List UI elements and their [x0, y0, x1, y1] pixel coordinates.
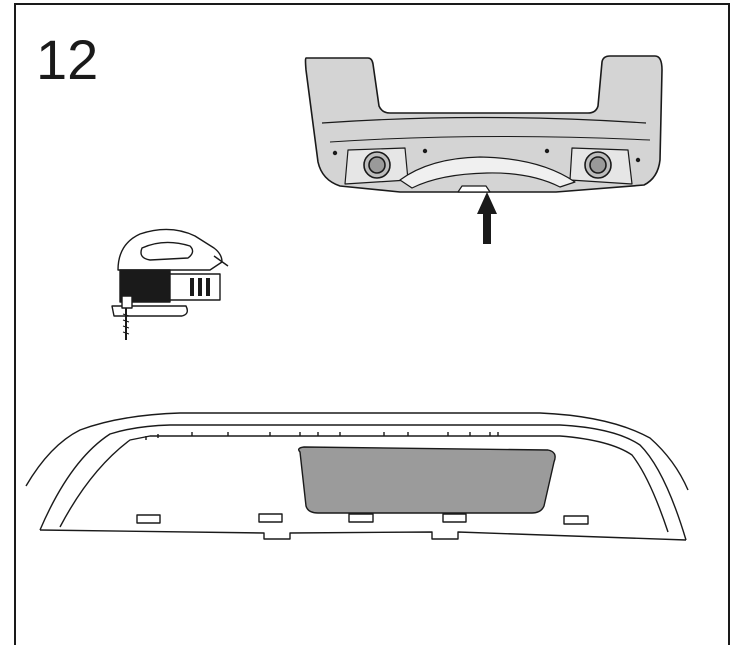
sensor-dot: [422, 148, 428, 154]
mounting-tab: [348, 513, 374, 523]
jigsaw-body-rear: [169, 273, 221, 301]
sensor-dot: [332, 150, 338, 156]
center-diffuser: [399, 156, 576, 189]
rear-bumper: [304, 55, 663, 193]
jigsaw-icon: [111, 228, 229, 340]
arrow-up-icon: [477, 192, 497, 244]
jigsaw-grip: [140, 241, 194, 261]
bumper-upper-crease: [321, 116, 647, 124]
bumper-detail-lip-edge: [59, 435, 669, 533]
jigsaw-vent: [198, 278, 202, 296]
cut-area: [297, 446, 556, 514]
diffuser-notch: [457, 185, 491, 193]
mounting-tab: [136, 514, 161, 524]
instruction-frame: [14, 3, 730, 645]
sensor-dot: [544, 148, 550, 154]
bumper-detail-outer-edge: [25, 412, 689, 491]
jigsaw-blade-teeth: [122, 313, 130, 335]
jigsaw-blade-holder: [121, 295, 133, 309]
bumper-detail: [25, 412, 689, 541]
left-exhaust-inner: [368, 156, 386, 174]
bumper-detail-inner-edge: [39, 424, 687, 541]
mounting-tab: [258, 513, 283, 523]
jigsaw-cord: [213, 255, 229, 267]
bumper-detail-bottom-edge: [39, 529, 687, 541]
bumper-lower-crease: [329, 135, 651, 143]
step-number: 12: [36, 28, 99, 91]
clip-ticks: [145, 432, 499, 440]
jigsaw-vent: [190, 278, 194, 296]
sensor-dot: [635, 157, 641, 163]
mounting-tab: [563, 515, 589, 525]
right-exhaust-inner: [589, 156, 607, 174]
jigsaw-vent: [206, 278, 210, 296]
mounting-tab: [442, 513, 467, 523]
